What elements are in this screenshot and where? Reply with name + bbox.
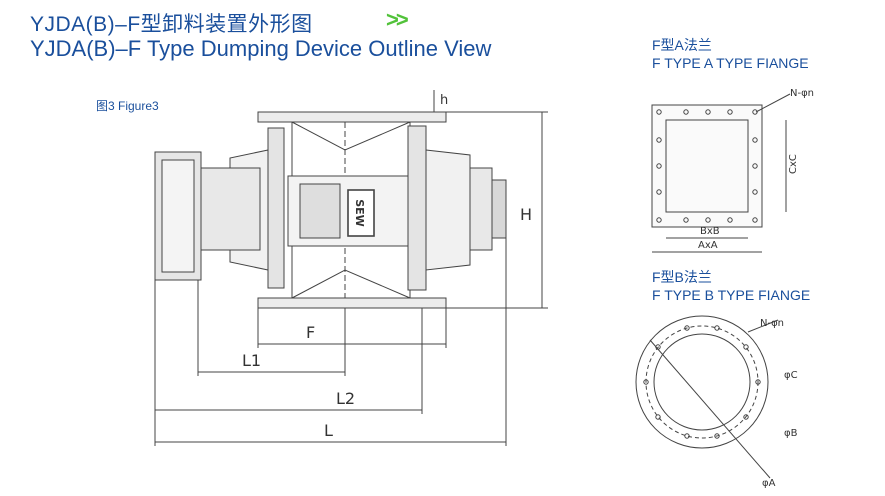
flange-a-caption-cn: F型A法兰: [652, 37, 712, 53]
bolt-hole: [683, 109, 689, 115]
bolt-hole: [752, 109, 758, 115]
bolt-hole: [643, 379, 649, 385]
bottom-flange: [257, 297, 447, 309]
flange-b-caption-cn: F型B法兰: [652, 269, 712, 285]
bolt-hole: [656, 163, 662, 169]
bolt-hole: [656, 109, 662, 115]
flange-b-holes: [643, 325, 761, 439]
bolt-hole: [727, 109, 733, 115]
top-flange: [257, 111, 447, 123]
flange-b-dia-b-label: φB: [784, 428, 798, 439]
flange-a-caption: F型A法兰 F TYPE A TYPE FIANGE: [652, 36, 809, 72]
bolt-hole: [752, 189, 758, 195]
flange-a-holes-label: N-φn: [790, 88, 814, 99]
bolt-hole: [752, 217, 758, 223]
bolt-hole: [683, 217, 689, 223]
bolt-hole: [684, 433, 690, 439]
bolt-hole: [684, 325, 690, 331]
page-title-cn: YJDA(B)–F型卸料装置外形图: [30, 13, 313, 36]
motor-fins: [299, 183, 341, 239]
flange-b-outer: [635, 315, 769, 449]
motor-badge-frame: [347, 189, 375, 237]
dim-L1-label: L1: [242, 351, 261, 370]
left-housing-plate: [267, 127, 285, 289]
flange-a-caption-en: F TYPE A TYPE FIANGE: [652, 55, 809, 71]
bolt-hole: [743, 414, 749, 420]
flange-b-inner: [653, 333, 751, 431]
flange-b-hole-leader: [747, 319, 779, 333]
flange-a-inner: [665, 119, 749, 213]
main-view: [154, 90, 548, 446]
gear-reducer: [195, 167, 261, 251]
dim-L-label: L: [324, 421, 333, 440]
flange-b-view: [635, 315, 779, 479]
right-bearing-seat: [469, 167, 493, 251]
flange-a-inner-label: BxB: [700, 226, 720, 237]
bolt-hole: [727, 217, 733, 223]
bolt-hole: [743, 344, 749, 350]
bolt-hole: [714, 433, 720, 439]
figure-label: 图3 Figure3: [96, 99, 159, 113]
bolt-hole: [656, 217, 662, 223]
flange-a-holes: [656, 109, 758, 223]
flange-a-side-label: CxC: [788, 154, 799, 174]
dim-H-label: H: [520, 205, 532, 224]
bolt-hole: [752, 163, 758, 169]
bolt-hole: [655, 414, 661, 420]
flange-a-outer: [651, 104, 763, 228]
right-housing-plate: [407, 125, 427, 291]
bolt-hole: [705, 109, 711, 115]
flange-b-bolt-circle: [645, 325, 759, 439]
coupling-inner: [161, 159, 195, 273]
dim-h-label: h: [440, 93, 448, 108]
double-arrow-icon: >>: [386, 7, 409, 32]
page-title-en: YJDA(B)–F Type Dumping Device Outline Vi…: [30, 36, 492, 61]
bolt-hole: [714, 325, 720, 331]
bolt-hole: [656, 137, 662, 143]
bolt-hole: [752, 137, 758, 143]
motor-badge-label: SEW: [353, 199, 366, 227]
flange-b-dia-c-label: φC: [784, 370, 798, 381]
shaft-end-cap: [491, 179, 507, 239]
flange-a-hole-leader: [755, 93, 791, 113]
bolt-hole: [656, 189, 662, 195]
flange-a-outer-label: AxA: [698, 240, 718, 251]
flange-b-dia-a-label: φA: [762, 478, 776, 489]
flange-b-holes-label: N-φn: [760, 318, 784, 329]
flange-b-diameter-line: [649, 339, 771, 479]
bolt-hole: [705, 217, 711, 223]
bolt-hole: [655, 344, 661, 350]
bolt-hole: [755, 379, 761, 385]
dim-L2-label: L2: [336, 389, 355, 408]
flange-b-caption-en: F TYPE B TYPE FIANGE: [652, 287, 811, 303]
right-bearing-cover: [425, 149, 471, 271]
flange-b-caption: F型B法兰 F TYPE B TYPE FIANGE: [652, 268, 810, 304]
flange-a-view: [651, 93, 791, 253]
dim-F-label: F: [306, 323, 315, 342]
